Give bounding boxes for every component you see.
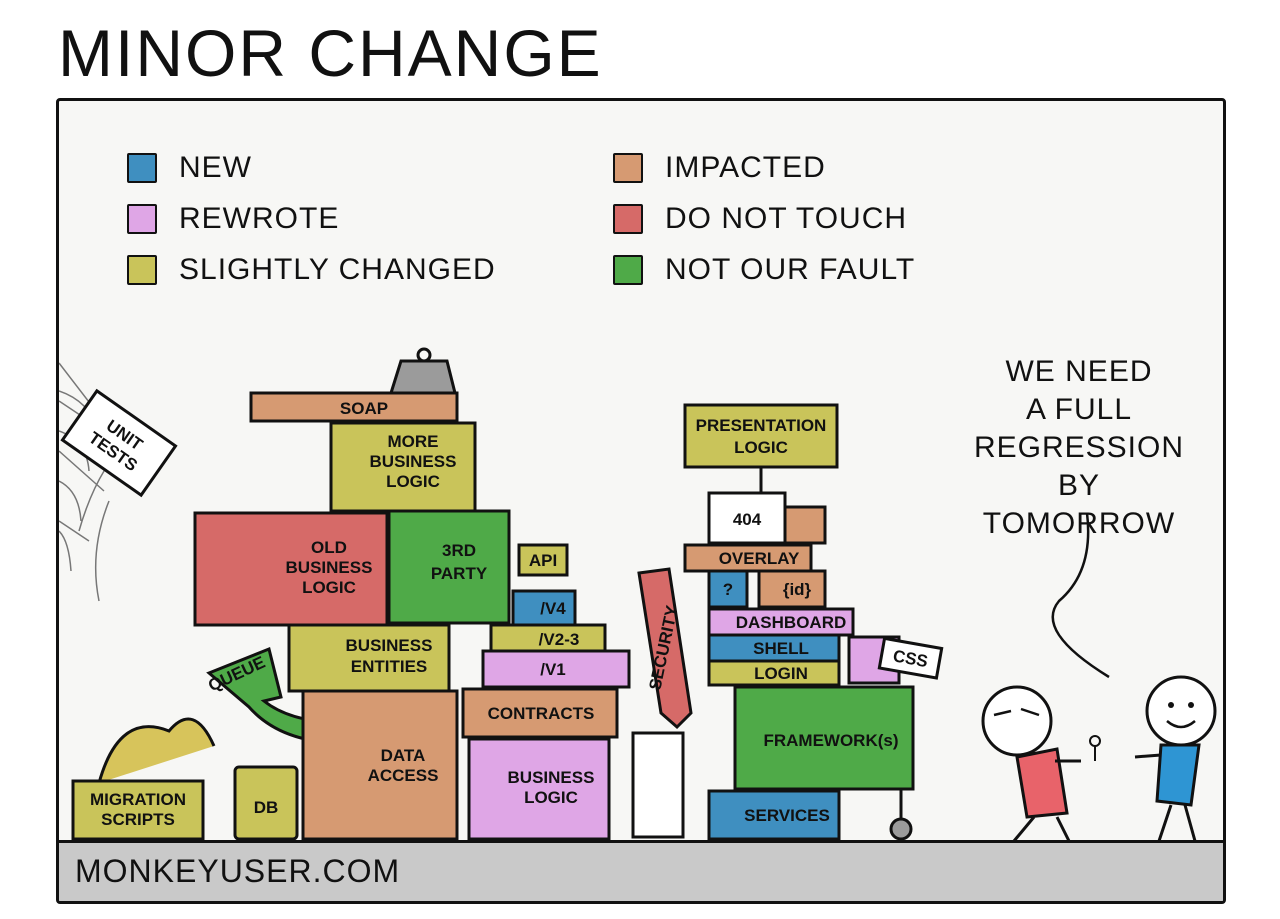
legend-swatch-new [127,153,157,183]
more-logic-label: BUSINESS [370,452,457,471]
speech-text: WE NEED A FULL REGRESSION BY TOMORROW [959,353,1199,543]
legend-label: NEW [179,151,252,184]
third-party-label: 3RD [442,541,476,560]
footer-bar: MONKEYUSER.COM [59,840,1223,901]
business-logic-box: BUSINESS LOGIC [467,737,611,841]
business-entities-label: BUSINESS [346,636,433,655]
legend-swatch-do-not-touch [613,204,643,234]
business-entities-label: ENTITIES [351,657,428,676]
business-entities-box: BUSINESS ENTITIES [287,623,451,693]
legend-swatch-impacted [613,153,643,183]
legend-swatch-slightly-changed [127,255,157,285]
legend-item-slightly-changed: SLIGHTLY CHANGED [127,253,496,287]
speech-line: BY TOMORROW [982,469,1176,540]
services-label: SERVICES [744,806,830,825]
stick-figure-left [981,685,1081,842]
more-logic-label: LOGIC [386,472,440,491]
api-stack: API /V4 /V2-3 /V1 [481,543,631,689]
login-label: LOGIN [754,664,808,683]
legend-item-do-not-touch: DO NOT TOUCH [613,202,907,236]
shell-label: SHELL [753,639,809,658]
soap-label: SOAP [340,399,388,418]
db-barrel: DB [233,765,299,841]
legend-item-new: NEW [127,151,252,185]
legend-item-not-our-fault: NOT OUR FAULT [613,253,915,287]
legend-label: IMPACTED [665,151,826,184]
p404-label: 404 [733,510,762,529]
old-logic-label: BUSINESS [286,558,373,577]
business-logic-label: BUSINESS [508,768,595,787]
id-label: {id} [783,580,812,599]
data-access-label: ACCESS [368,766,439,785]
framework-box: FRAMEWORK(s) [733,685,915,841]
legend-item-impacted: IMPACTED [613,151,826,185]
presentation-label: PRESENTATION [696,416,827,435]
old-business-logic-box: OLD BUSINESS LOGIC [193,511,389,627]
presentation-logic-sign: PRESENTATION LOGIC [683,403,839,493]
site-credit: MONKEYUSER.COM [75,853,401,889]
unit-tests-box: UNIT TESTS [60,388,178,498]
speech-line: WE NEED [1005,355,1153,388]
business-logic-label: LOGIC [524,788,578,807]
legend-label: SLIGHTLY CHANGED [179,253,496,286]
speech-tail [1051,512,1110,679]
data-access-box: DATA ACCESS [301,689,459,841]
services-box: SERVICES [707,789,841,841]
legend-label: REWROTE [179,202,340,235]
illustration: UNIT TESTS MIGRATION SCRIPTS DB QUEUE DA… [59,347,1217,842]
old-logic-label: LOGIC [302,578,356,597]
v23-label: /V2-3 [539,630,580,649]
dashboard-label: DASHBOARD [736,613,847,632]
speech-line: A FULL [1025,393,1133,426]
api-label: API [529,551,557,570]
soap-plank: SOAP [249,391,459,423]
legend-label: NOT OUR FAULT [665,253,916,286]
v1-label: /V1 [540,660,566,679]
comic-title: MINOR CHANGE [58,16,603,90]
db-label: DB [254,798,279,817]
weight [388,347,457,395]
frontend-stack: 404 OVERLAY ? {id} DASHBOARD SHELL LOGIN… [683,491,944,687]
security-banner: SECURITY [631,567,693,839]
old-logic-label: OLD [311,538,347,557]
more-business-logic-box: MORE BUSINESS LOGIC [329,421,477,513]
migration-scripts-box: MIGRATION SCRIPTS [71,717,216,841]
legend-swatch-rewrote [127,204,157,234]
stick-figure-right [1134,675,1217,842]
key-icon [1089,735,1101,761]
presentation-label: LOGIC [734,438,788,457]
more-logic-label: MORE [388,432,439,451]
migration-label: SCRIPTS [101,810,175,829]
speech-line: REGRESSION [973,431,1185,464]
question-label: ? [723,580,733,599]
legend-swatch-not-our-fault [613,255,643,285]
contracts-box: CONTRACTS [461,687,619,739]
comic-panel: NEW REWROTE SLIGHTLY CHANGED IMPACTED DO… [56,98,1226,904]
overlay-label: OVERLAY [719,549,800,568]
third-party-label: PARTY [431,564,488,583]
migration-label: MIGRATION [90,790,186,809]
third-party-box: 3RD PARTY [387,509,511,625]
legend-item-rewrote: REWROTE [127,202,339,236]
legend-label: DO NOT TOUCH [665,202,908,235]
data-access-label: DATA [381,746,426,765]
v4-label: /V4 [540,599,566,618]
contracts-label: CONTRACTS [488,704,595,723]
framework-label: FRAMEWORK(s) [763,731,898,750]
